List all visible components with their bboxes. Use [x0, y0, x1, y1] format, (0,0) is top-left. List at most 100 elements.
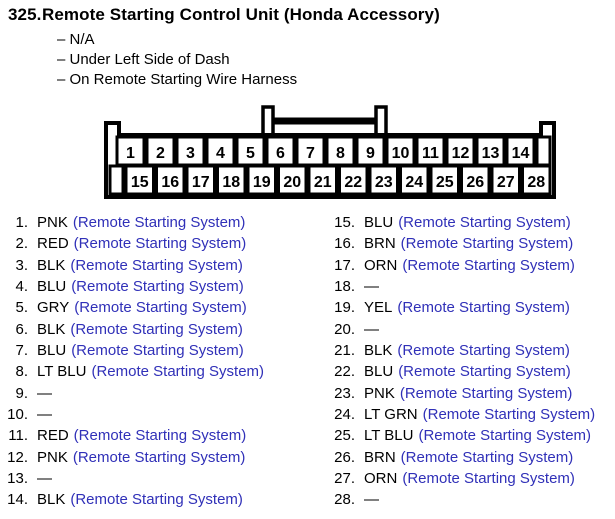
pin-number: 25. [334, 427, 355, 445]
connector-pin-cell [535, 135, 552, 167]
connector-pin-cell [295, 135, 326, 167]
pin-list-item: 1.PNK(Remote Starting System) [4, 212, 314, 233]
connector-pin-number: 27 [497, 174, 515, 191]
connector-pin-cell [235, 135, 266, 167]
system-link[interactable]: (Remote Starting System) [73, 235, 247, 253]
pin-list-right-column: 15.BLU(Remote Starting System)16.BRN(Rem… [331, 212, 613, 511]
wire-color-code: PNK [37, 448, 68, 466]
system-link[interactable]: (Remote Starting System) [399, 384, 573, 402]
pin-empty-dash: — [364, 320, 379, 338]
pin-empty-dash: — [364, 491, 379, 509]
system-link[interactable]: (Remote Starting System) [71, 278, 244, 296]
pin-number: 17. [334, 256, 355, 274]
connector-pin-cell [460, 164, 491, 196]
system-link[interactable]: (Remote Starting System) [71, 342, 244, 360]
connector-pin-number: 1 [126, 145, 135, 162]
system-link[interactable]: (Remote Starting System) [397, 299, 570, 317]
system-link[interactable]: (Remote Starting System) [74, 299, 247, 317]
pin-number: 2. [15, 235, 28, 253]
system-link[interactable]: (Remote Starting System) [73, 427, 247, 445]
pin-number: 1. [15, 214, 28, 231]
connector-pin-number: 10 [392, 145, 410, 162]
connector-pin-number: 25 [436, 174, 454, 191]
wire-color-code: BLU [37, 278, 67, 296]
connector-pin-cell [368, 164, 399, 196]
connector-pin-number: 7 [306, 145, 315, 162]
pin-list-item: 23. PNK(Remote Starting System) [331, 383, 613, 404]
system-link[interactable]: (Remote Starting System) [402, 256, 575, 274]
pin-number: 19. [334, 299, 355, 317]
system-link[interactable]: (Remote Starting System) [398, 363, 571, 381]
connector-pin-cell [338, 164, 369, 196]
pin-number: 28. [334, 491, 355, 509]
system-link[interactable]: (Remote Starting System) [400, 448, 574, 466]
connector-pin-cell [124, 164, 155, 196]
connector-pin-number: 12 [452, 145, 470, 162]
pin-number: 21. [334, 342, 355, 360]
wire-color-code: PNK [364, 384, 395, 402]
system-link[interactable]: (Remote Starting System) [418, 427, 592, 445]
pin-number: 14. [7, 491, 28, 509]
system-link[interactable]: (Remote Starting System) [398, 214, 571, 231]
wire-color-code: BLK [37, 320, 66, 338]
connector-pin-cell [355, 135, 386, 167]
pin-list-left-column: 1.PNK(Remote Starting System)2.RED(Remot… [4, 212, 314, 511]
connector-pin-number: 5 [246, 145, 255, 162]
pin-list-item: 28. — [331, 489, 613, 510]
pin-list-item: 2.RED(Remote Starting System) [4, 233, 314, 254]
wire-color-code: LT BLU [37, 363, 87, 381]
system-link[interactable]: (Remote Starting System) [397, 342, 570, 360]
system-link[interactable]: (Remote Starting System) [72, 448, 246, 466]
connector-pin-number: 18 [222, 174, 240, 191]
system-link[interactable]: (Remote Starting System) [70, 491, 243, 509]
pin-list-item: 16.BRN(Remote Starting System) [331, 233, 613, 254]
pin-number: 27. [334, 470, 355, 488]
system-link[interactable]: (Remote Starting System) [400, 235, 574, 253]
connector-pin-number: 8 [336, 145, 345, 162]
pin-number: 4. [15, 278, 28, 296]
pin-list-item: 15.BLU(Remote Starting System) [331, 212, 613, 233]
connector-pin-number: 24 [405, 174, 423, 191]
system-link[interactable]: (Remote Starting System) [402, 470, 575, 488]
pin-list-item: 25. LT BLU(Remote Starting System) [331, 425, 613, 446]
pin-list-item: 17. ORN(Remote Starting System) [331, 255, 613, 276]
pin-list-item: 27. ORN(Remote Starting System) [331, 468, 613, 489]
connector-pin-number: 9 [366, 145, 375, 162]
wire-color-code: BRN [364, 448, 396, 466]
pin-number: 24. [334, 406, 355, 424]
connector-pin-number: 2 [156, 145, 165, 162]
connector-pin-cell [108, 164, 125, 196]
section-title: Remote Starting Control Unit (Honda Acce… [42, 5, 440, 24]
system-link[interactable]: (Remote Starting System) [91, 363, 265, 381]
note-line: – On Remote Starting Wire Harness [57, 71, 298, 88]
wire-color-code: BLU [364, 363, 394, 381]
pin-number: 15. [334, 214, 355, 231]
connector-pin-number: 11 [422, 145, 439, 162]
system-link[interactable]: (Remote Starting System) [70, 256, 243, 274]
system-link[interactable]: (Remote Starting System) [422, 406, 596, 424]
pin-number: 6. [15, 320, 28, 338]
connector-pin-number: 16 [161, 174, 179, 191]
pin-list-item: 11.RED(Remote Starting System) [4, 425, 314, 446]
wire-color-code: LT GRN [364, 406, 418, 424]
connector-pin-number: 3 [186, 145, 195, 162]
connector-pin-number: 13 [482, 145, 500, 162]
connector-pin-number: 21 [314, 174, 332, 191]
connector-pin-number: 14 [512, 145, 530, 162]
wire-color-code: ORN [364, 256, 398, 274]
pin-number: 18. [334, 278, 355, 296]
wire-color-code: LT BLU [364, 427, 414, 445]
wire-color-code: ORN [364, 470, 398, 488]
connector-pin-cell [205, 135, 236, 167]
pin-list-item: 8.LT BLU(Remote Starting System) [4, 361, 314, 382]
pin-number: 23. [334, 384, 355, 402]
system-link[interactable]: (Remote Starting System) [70, 320, 243, 338]
pin-list-item: 20.— [331, 319, 613, 340]
connector-pin-number: 17 [192, 174, 210, 191]
pin-empty-dash: — [37, 470, 52, 488]
wire-color-code: YEL [364, 299, 393, 317]
system-link[interactable]: (Remote Starting System) [72, 214, 246, 231]
pin-number: 13. [7, 470, 28, 488]
wire-color-code: BRN [364, 235, 396, 253]
